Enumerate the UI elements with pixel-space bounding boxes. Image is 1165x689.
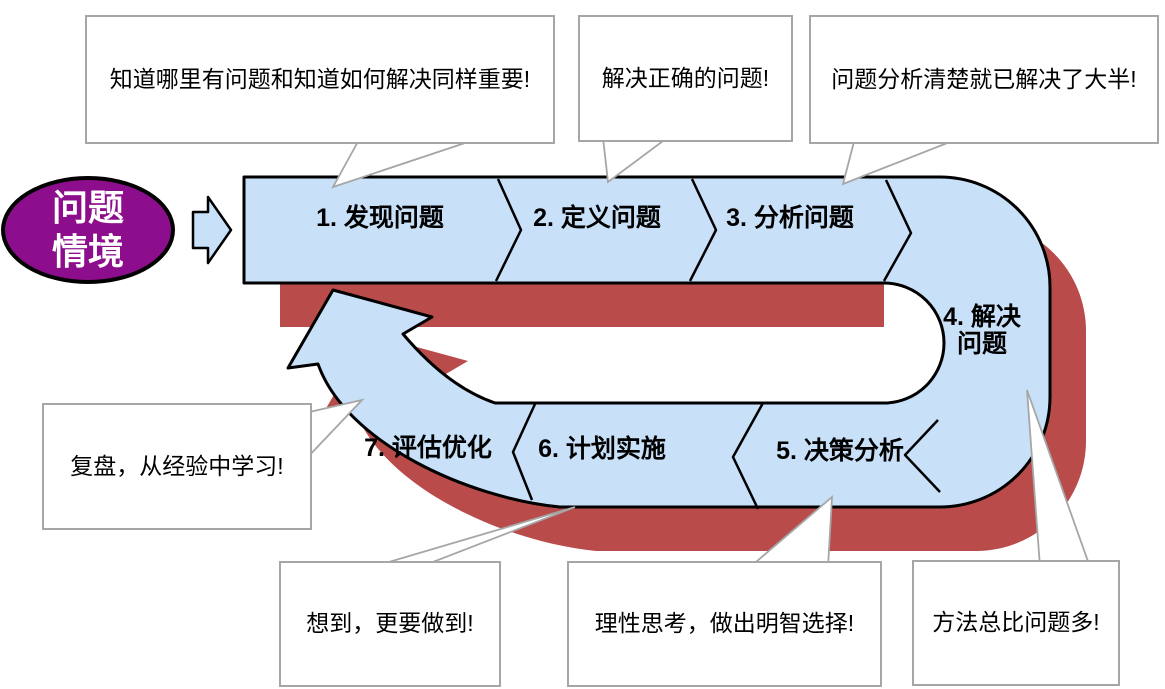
callout-solve-text: 方法总比问题多!	[932, 609, 1100, 636]
step-1-label: 1. 发现问题	[316, 204, 444, 232]
separator-3-4	[882, 179, 913, 282]
callout-implement-text: 想到，更要做到!	[306, 610, 474, 637]
separator-6-7	[511, 403, 537, 501]
step-2-label: 2. 定义问题	[533, 204, 661, 232]
problem-situation-line2: 情境	[51, 231, 124, 272]
callout-tails	[304, 137, 1092, 568]
callout-solve-methods: 方法总比问题多!	[912, 560, 1120, 686]
step-separators	[494, 178, 941, 510]
callout-review-learn: 复盘，从经验中学习!	[42, 403, 312, 530]
callout-decide-text: 理性思考，做出明智选择!	[594, 610, 855, 637]
callout-find-text: 知道哪里有问题和知道如何解决同样重要!	[109, 65, 531, 92]
step-3-label: 3. 分析问题	[726, 204, 854, 232]
problem-situation-ellipse	[1, 176, 175, 284]
step-5-label: 5. 决策分析	[776, 437, 904, 465]
separator-1-2	[494, 178, 523, 282]
inner-hole-cap	[884, 283, 944, 403]
callout-analyze-problem: 问题分析清楚就已解决了大半!	[809, 15, 1159, 144]
entry-arrow-icon	[191, 195, 233, 265]
step-4-line2: 问题	[956, 330, 1007, 358]
separator-5-6	[731, 402, 765, 510]
callout-define-problem: 解决正确的问题!	[578, 15, 793, 142]
callout-define-text: 解决正确的问题!	[601, 64, 770, 91]
separator-4-5	[903, 419, 941, 493]
callout-analyze-text: 问题分析清楚就已解决了大半!	[831, 65, 1137, 92]
tail-define	[601, 137, 670, 184]
problem-situation-line1: 问题	[51, 187, 124, 228]
process-band	[242, 175, 1052, 509]
step-6-label: 6. 计划实施	[538, 435, 666, 463]
separator-2-3	[688, 178, 718, 282]
callout-review-text: 复盘，从经验中学习!	[70, 452, 284, 479]
callout-decision-analysis: 理性思考，做出明智选择!	[567, 561, 882, 687]
step-4-line1: 4. 解决	[943, 303, 1021, 331]
callout-find-problem: 知道哪里有问题和知道如何解决同样重要!	[85, 15, 555, 144]
callout-implement-plan: 想到，更要做到!	[279, 561, 501, 687]
problem-situation-label: 问题 情境	[13, 186, 163, 274]
step-7-label: 7. 评估优化	[364, 434, 492, 462]
step-4-label: 4. 解决 问题	[928, 304, 1036, 358]
